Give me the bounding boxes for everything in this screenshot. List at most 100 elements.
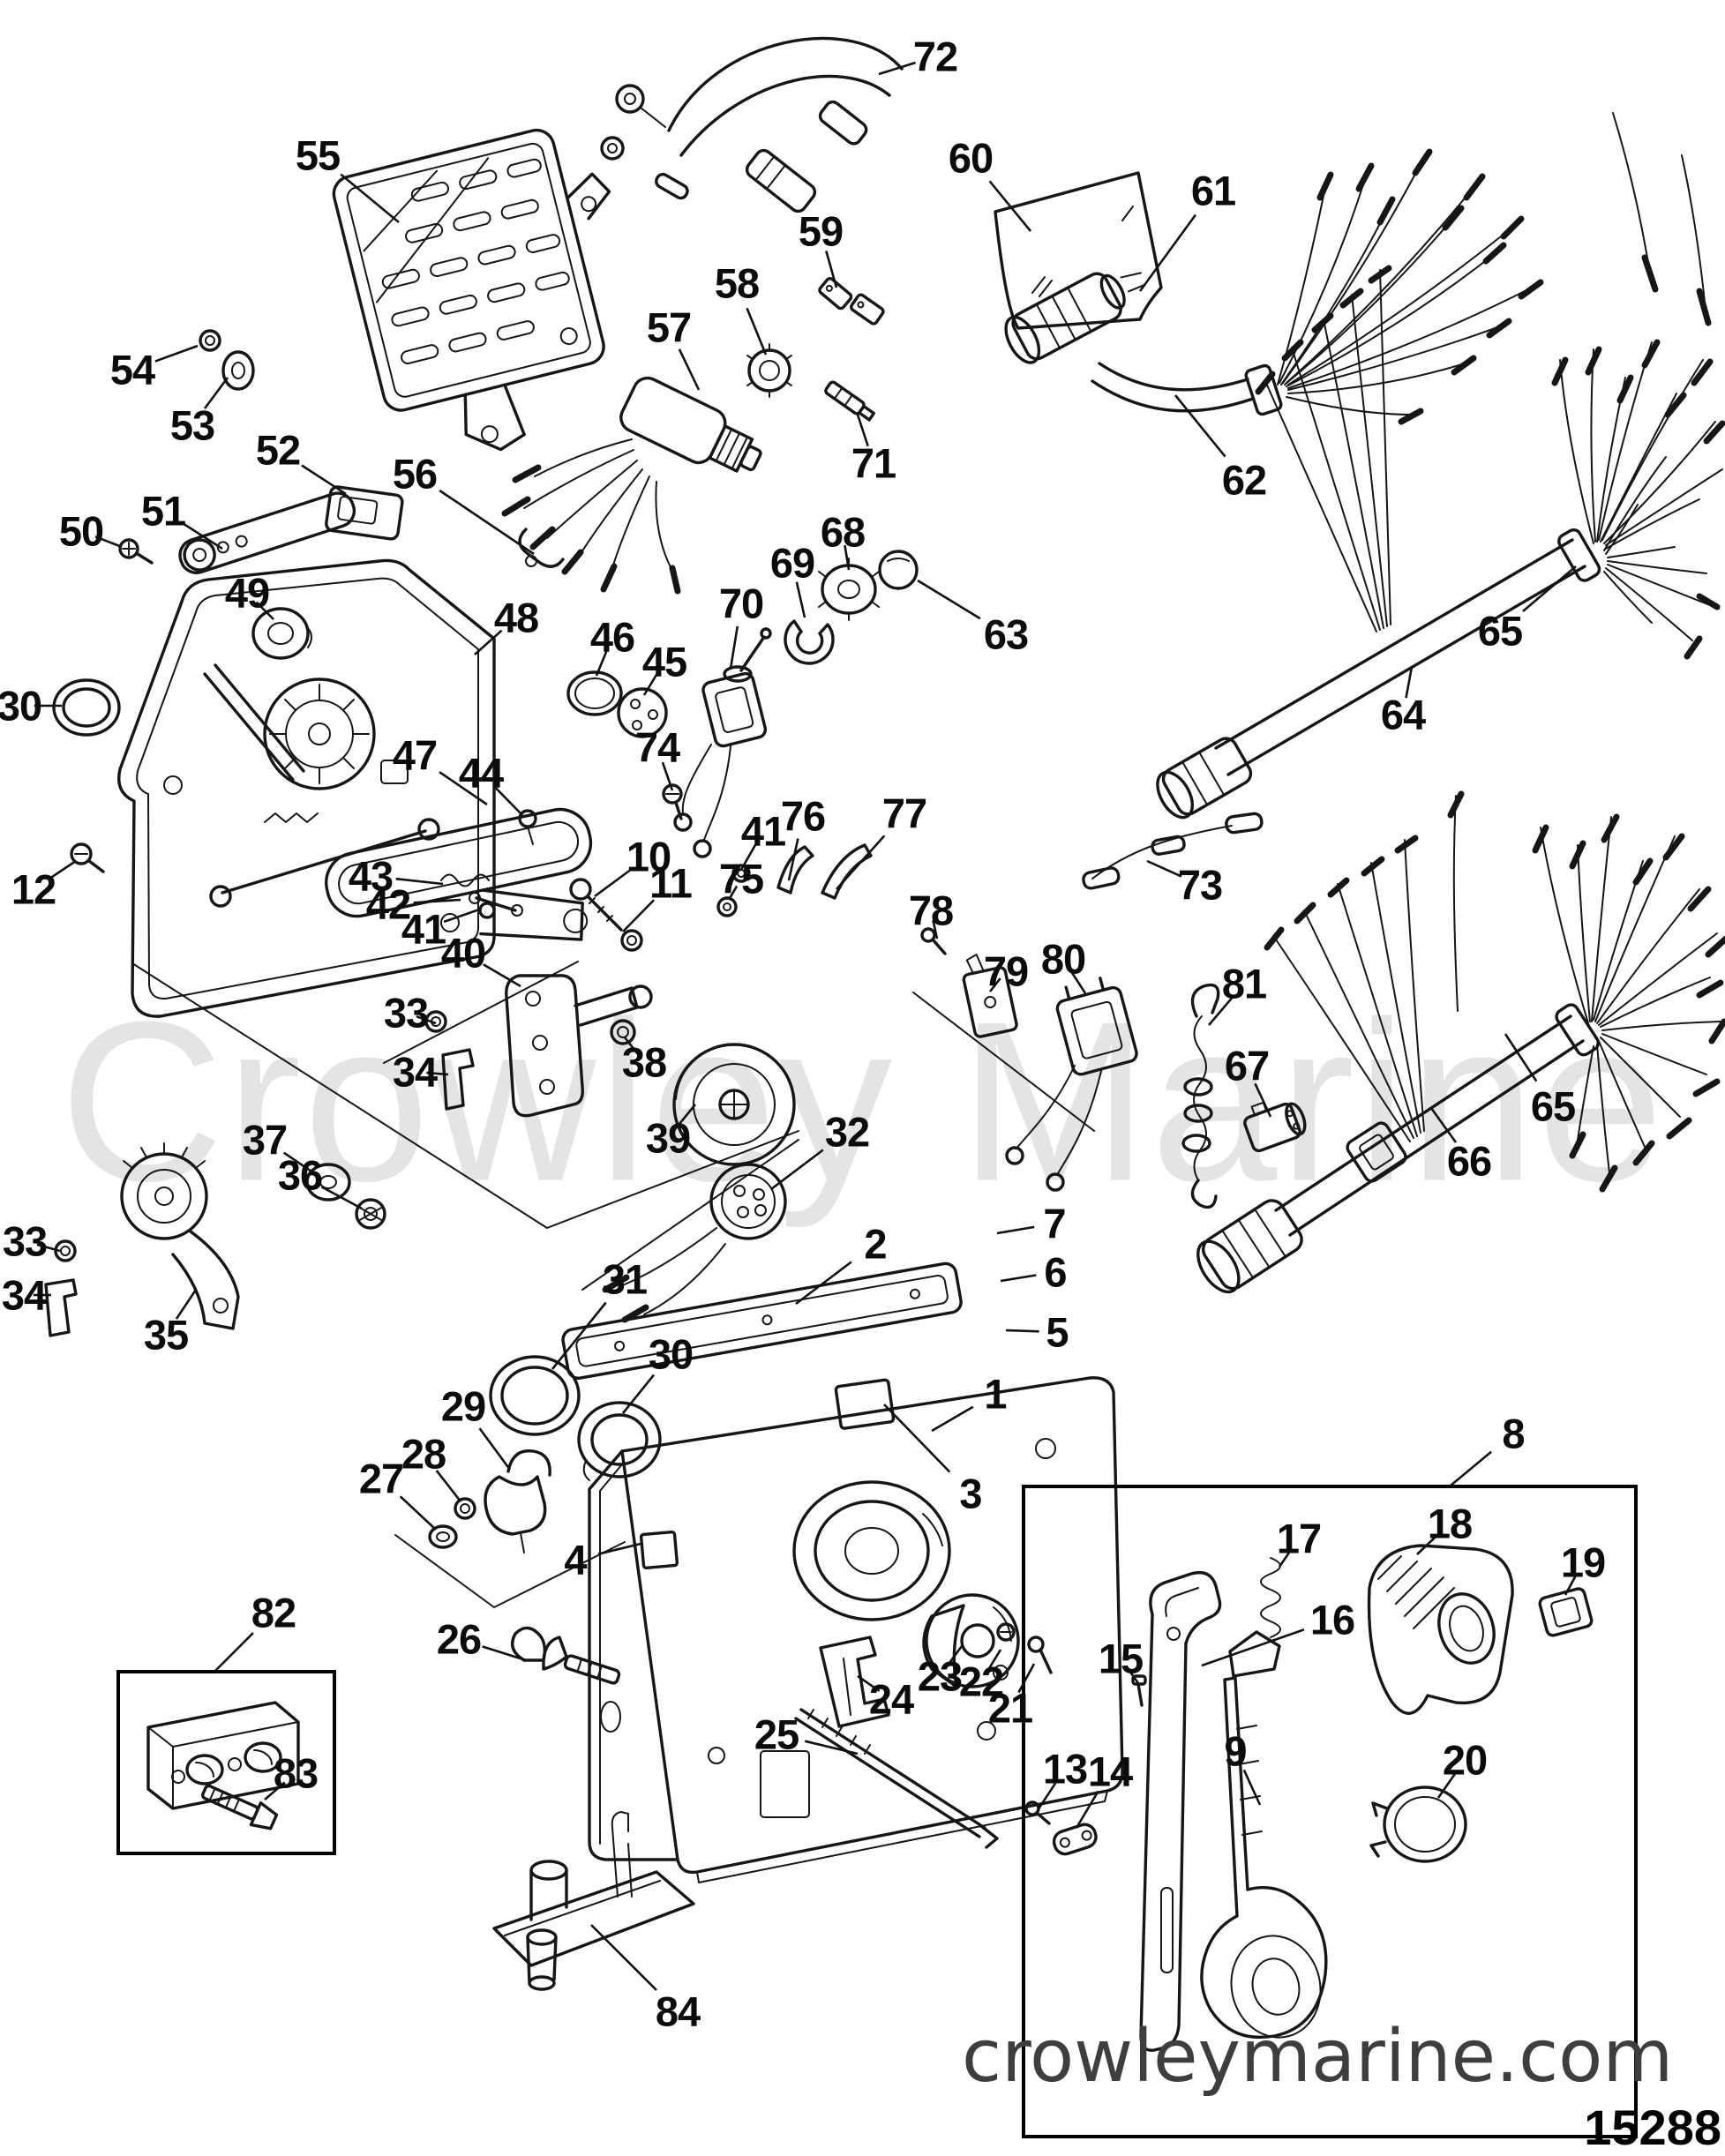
part-label-77: 77 <box>881 790 927 837</box>
leader-line-68 <box>844 544 851 571</box>
part-label-21: 21 <box>987 1684 1033 1732</box>
part-label-23: 23 <box>917 1652 963 1700</box>
part-label-76: 76 <box>780 792 826 840</box>
leader-line-82 <box>214 1632 254 1672</box>
part-label-17: 17 <box>1276 1515 1322 1562</box>
leader-line-56 <box>439 489 535 556</box>
leader-line-20 <box>1436 1772 1457 1799</box>
stopper-block-contents-art <box>146 1701 300 1830</box>
part-label-2: 2 <box>864 1220 887 1268</box>
part-label-41: 41 <box>740 807 786 855</box>
stop-switch-art <box>501 376 762 595</box>
part-label-28: 28 <box>401 1430 446 1478</box>
part-label-56: 56 <box>392 450 438 498</box>
part-label-80: 80 <box>1040 935 1086 983</box>
part-label-29: 29 <box>440 1382 486 1430</box>
leader-line-58 <box>746 307 768 356</box>
clamp-29-art <box>484 1449 551 1553</box>
leader-line-47 <box>439 771 488 806</box>
leader-line-33 <box>36 1243 61 1253</box>
leader-line-33 <box>416 1014 437 1025</box>
leader-line-64 <box>1405 666 1414 699</box>
key-switch-art <box>1004 272 1146 364</box>
leader-line-65 <box>1504 1033 1538 1082</box>
part-label-24: 24 <box>868 1675 914 1723</box>
part-label-4: 4 <box>564 1536 587 1583</box>
leader-line-72 <box>878 61 916 76</box>
leader-line-52 <box>301 464 347 496</box>
leader-line-59 <box>825 251 838 288</box>
leader-line-69 <box>795 581 806 618</box>
part-label-1: 1 <box>984 1370 1007 1418</box>
part-label-54: 54 <box>109 346 155 393</box>
part-label-45: 45 <box>641 638 687 685</box>
link-rod-art <box>794 1708 999 1849</box>
screw-12-art <box>70 842 105 873</box>
part-label-40: 40 <box>440 929 486 977</box>
leader-line-4 <box>597 1542 641 1555</box>
part-label-7: 7 <box>1043 1200 1066 1247</box>
part-label-75: 75 <box>718 855 764 902</box>
leader-line-18 <box>1416 1533 1439 1555</box>
leader-line-32 <box>770 1149 824 1191</box>
leader-line-61 <box>1138 213 1197 292</box>
screw-15-art <box>1131 1674 1147 1707</box>
micro-switch-art <box>962 954 1018 1038</box>
leader-line-43 <box>395 877 444 886</box>
part-label-22: 22 <box>958 1658 1004 1705</box>
part-label-66: 66 <box>1446 1137 1492 1185</box>
part-label-69: 69 <box>769 539 815 587</box>
leader-line-65 <box>1522 565 1577 612</box>
leader-line-57 <box>678 348 701 391</box>
part-label-42: 42 <box>365 880 411 928</box>
part-label-64: 64 <box>1380 691 1426 738</box>
part-label-61: 61 <box>1190 167 1236 214</box>
part-label-35: 35 <box>143 1311 189 1359</box>
leader-line-7 <box>996 1225 1035 1235</box>
control-housing-art <box>588 1376 1124 1883</box>
part-label-81: 81 <box>1221 960 1267 1007</box>
grommet-art <box>251 607 312 660</box>
part-label-27: 27 <box>358 1455 404 1502</box>
part-label-62: 62 <box>1221 456 1267 504</box>
leader-line-11 <box>622 899 656 932</box>
leader-line-34 <box>426 1071 449 1076</box>
part-label-55: 55 <box>295 131 341 179</box>
part-label-5: 5 <box>1046 1308 1069 1356</box>
leader-line-54 <box>154 344 199 363</box>
part-label-47: 47 <box>392 731 438 779</box>
leader-line-41 <box>739 843 757 871</box>
bracket-40-art <box>505 974 653 1118</box>
handle-inset-contents-art <box>1024 1544 1594 2052</box>
part-label-8: 8 <box>1502 1410 1525 1457</box>
part-label-73: 73 <box>1177 861 1223 909</box>
part-label-60: 60 <box>948 134 994 182</box>
gasket-cap-art <box>566 670 668 738</box>
leader-line-14 <box>1075 1790 1099 1829</box>
oring-left-art <box>52 678 121 737</box>
leader-line-50 <box>94 535 123 549</box>
thumbscrew-art <box>511 1626 621 1685</box>
nut-38-art <box>610 1019 636 1045</box>
part-label-48: 48 <box>493 594 539 641</box>
part-label-52: 52 <box>255 426 301 474</box>
part-label-34: 34 <box>392 1048 438 1096</box>
lanyard-art <box>1181 983 1220 1209</box>
leader-line-36 <box>320 1186 363 1210</box>
leader-line-44 <box>494 786 523 816</box>
leader-line-63 <box>917 579 981 620</box>
leader-line-49 <box>255 601 274 620</box>
watermark-footer: crowleymarine.com <box>962 2015 1674 2099</box>
leader-line-39 <box>676 1104 697 1127</box>
part-label-20: 20 <box>1442 1736 1488 1784</box>
part-label-70: 70 <box>718 580 764 627</box>
diagram-number: 15288 <box>1584 2100 1721 2155</box>
leader-line-21 <box>1017 1663 1036 1694</box>
clamp-56-art <box>518 528 565 568</box>
leader-line-51 <box>183 522 223 550</box>
part-label-34: 34 <box>1 1271 47 1319</box>
leader-line-24 <box>857 1674 881 1692</box>
part-label-57: 57 <box>646 303 692 351</box>
